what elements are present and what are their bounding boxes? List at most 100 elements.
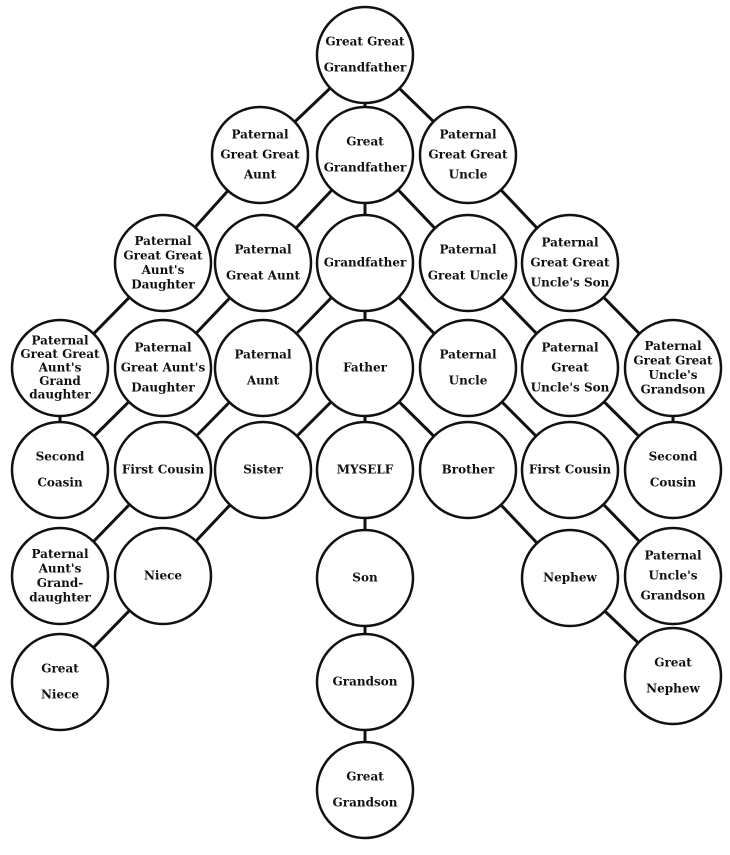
node-label-line: Daughter [131, 277, 195, 291]
node-label-line: Great Aunt's [121, 361, 206, 375]
node-label-line: daughter [29, 590, 91, 604]
node-label-line: Paternal [439, 128, 496, 142]
node-label-line: Second [36, 450, 85, 464]
node-circle [315, 420, 415, 520]
node-circle [113, 526, 213, 626]
node-circle [10, 632, 110, 732]
node-label-line: Paternal [31, 334, 88, 348]
node-label-line: Paternal [644, 339, 701, 353]
node-label-line: Great Great [633, 353, 713, 367]
node-circle [315, 105, 415, 205]
node-circle [418, 318, 518, 418]
node-label-line: Paternal [541, 236, 598, 250]
node-circle [315, 632, 415, 732]
node-circle [520, 528, 620, 628]
node-label-line: Paternal [439, 348, 496, 362]
node-label-line: Great Uncle [428, 269, 509, 283]
node-label-line: Paternal [134, 234, 191, 248]
node-circle [623, 526, 723, 626]
node-label-line: Great Great [325, 35, 405, 49]
node-first-cousin-left: First Cousin [113, 420, 213, 520]
node-label-line: Uncle [449, 168, 488, 182]
node-label-line: Coasin [37, 476, 83, 490]
node-label-line: Great Aunt [226, 269, 300, 283]
node-label-line: Paternal [31, 547, 88, 561]
node-brother: Brother [418, 420, 518, 520]
node-label-line: Great [551, 361, 589, 375]
node-circle [623, 318, 723, 418]
node-label-line: Grand [39, 374, 81, 388]
node-label-line: Great Great [530, 256, 610, 270]
node-label-line: Second [649, 450, 698, 464]
node-label-line: Uncle's Son [531, 276, 610, 290]
node-label-line: Great Great [428, 148, 508, 162]
node-label-line: Great Great [123, 248, 203, 262]
node-label-line: Father [343, 361, 388, 375]
node-label-line: Great [654, 656, 692, 670]
node-label-line: Great [346, 770, 384, 784]
node-circle [520, 213, 620, 313]
node-label-line: Sister [243, 463, 283, 477]
node-label-line: Uncle [449, 374, 488, 388]
node-circle [113, 420, 213, 520]
node-label-line: Grandson [333, 675, 398, 689]
node-label-line: Grandson [641, 382, 706, 396]
node-circle [113, 213, 213, 313]
node-circle [623, 420, 723, 520]
node-label-line: Aunt's [38, 361, 82, 375]
node-label-line: Great Great [220, 148, 300, 162]
node-label-line: Daughter [131, 381, 195, 395]
node-grandfather: Grandfather [315, 213, 415, 313]
node-label-line: First Cousin [122, 463, 204, 477]
node-niece: Niece [113, 526, 213, 626]
node-label-line: Son [352, 571, 378, 585]
node-label-line: Nephew [543, 571, 597, 585]
node-circle [418, 420, 518, 520]
node-label-line: Great [41, 662, 79, 676]
node-circle [418, 105, 518, 205]
node-label-line: Paternal [439, 243, 496, 257]
node-label-line: Cousin [650, 476, 697, 490]
node-circle [213, 213, 313, 313]
node-label-line: First Cousin [529, 463, 611, 477]
node-label-line: Brother [442, 463, 495, 477]
node-circle [418, 213, 518, 313]
node-circle [213, 420, 313, 520]
node-sister: Sister [213, 420, 313, 520]
node-label-line: Great Great [20, 347, 100, 361]
node-label-line: Paternal [234, 348, 291, 362]
node-label-line: Niece [144, 569, 182, 583]
node-label-line: Grandfather [324, 256, 407, 270]
node-circle [10, 526, 110, 626]
node-circle [210, 105, 310, 205]
node-label-line: Paternal [234, 243, 291, 257]
node-circle [520, 420, 620, 520]
node-circle [315, 5, 415, 105]
node-circle [315, 528, 415, 628]
node-label-line: Paternal [644, 549, 701, 563]
node-label-line: Aunt [243, 168, 277, 182]
node-label-line: Aunt [246, 374, 280, 388]
node-label-line: Great [346, 135, 384, 149]
node-circle [213, 318, 313, 418]
node-label-line: Uncle's [648, 368, 697, 382]
node-circle [315, 740, 415, 840]
node-label-line: Niece [41, 688, 79, 702]
node-circle [10, 420, 110, 520]
